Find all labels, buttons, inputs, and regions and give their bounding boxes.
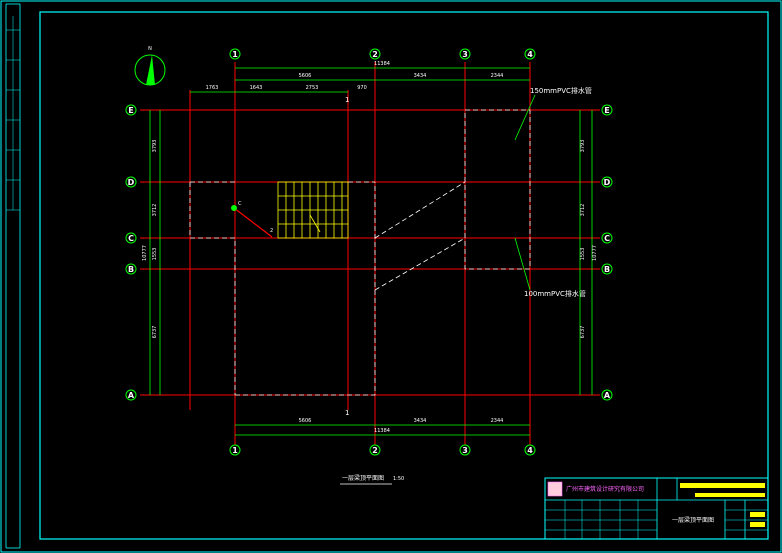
stair [277, 181, 349, 239]
axis-row-c-left: C [128, 234, 134, 243]
dim-top-seg-3: 2344 [491, 73, 504, 79]
axis-row-b-left: B [128, 265, 134, 274]
dim-left-seg-1: 3793 [152, 140, 158, 153]
axis-bubbles-columns-top: 1 2 3 4 [229, 48, 536, 60]
axis-bubbles-rows-right: E D C B A [601, 104, 613, 401]
drawing-title: 一层梁顶平面图 1:50 [340, 474, 404, 485]
dim-top-seg-1: 5606 [299, 73, 312, 79]
axis-col-1-top: 1 [232, 50, 238, 59]
section-mark-bottom: 1 [345, 409, 349, 417]
axis-col-2-top: 2 [372, 50, 378, 59]
dim-top-total: 11384 [374, 61, 390, 67]
dim-top-detail-4: 970 [357, 85, 367, 91]
north-label: N [148, 46, 152, 52]
pipe-note-top: 150mmPVC排水管 [514, 86, 592, 141]
dim-bottom-total: 11384 [374, 428, 390, 434]
dim-bottom-seg-1: 5606 [299, 418, 312, 424]
dim-left-combined: 10777 [142, 245, 148, 261]
title-bar-1 [680, 483, 765, 488]
north-arrow: N [134, 46, 166, 86]
axis-bubbles-rows-left: E D C B A [125, 104, 137, 401]
axis-row-d-left: D [128, 178, 135, 187]
company-logo [547, 481, 563, 497]
dim-right-seg-3: 1553 [580, 248, 586, 261]
pipe-note-bottom-text: 100mmPVC排水管 [524, 289, 586, 298]
title-bar-4 [750, 522, 765, 527]
pipe-note-bottom: 100mmPVC排水管 [514, 237, 586, 298]
axis-row-d-right: D [604, 178, 611, 187]
dim-bottom-seg-3: 2344 [491, 418, 504, 424]
point-mark: C [238, 201, 242, 207]
axis-row-b-right: B [604, 265, 610, 274]
axis-bubbles-columns-bottom: 1 2 3 4 [229, 444, 536, 456]
axis-row-e-left: E [128, 106, 133, 115]
dim-right-combined: 10777 [592, 245, 598, 261]
dim-top-detail-1: 1763 [206, 85, 219, 91]
axis-col-2-bottom: 2 [372, 446, 378, 455]
dim-top-detail-3: 2753 [306, 85, 319, 91]
dim-bottom-seg-2: 3434 [414, 418, 427, 424]
section-mark-top: 1 [345, 96, 349, 104]
title-block: 广州市建筑设计研究有限公司 一层梁顶平面图 [544, 477, 769, 540]
pipe-note-top-text: 150mmPVC排水管 [530, 86, 592, 95]
dashed-outlines [189, 109, 531, 396]
dim-right-seg-1: 3793 [580, 140, 586, 153]
axis-col-4-top: 4 [527, 50, 533, 59]
dim-left-seg-2: 3712 [152, 204, 158, 217]
axis-col-3-bottom: 3 [462, 446, 468, 455]
axis-col-3-top: 3 [462, 50, 468, 59]
point-marker: C [231, 201, 273, 238]
dim-left-seg-4: 6737 [152, 326, 158, 339]
axis-col-1-bottom: 1 [232, 446, 238, 455]
stair-mark: 2 [270, 228, 273, 234]
title-bar-2 [695, 493, 765, 497]
axis-row-c-right: C [604, 234, 610, 243]
title-block-drawing-name: 一层梁顶平面图 [672, 516, 714, 524]
grid-lines [140, 62, 600, 445]
axis-row-e-right: E [604, 106, 609, 115]
dimension-lines [149, 67, 593, 436]
axis-row-a-left: A [128, 391, 135, 400]
dim-top-seg-2: 3434 [414, 73, 427, 79]
dim-left-seg-3: 1553 [152, 248, 158, 261]
inner-frame [39, 11, 769, 540]
axis-col-4-bottom: 4 [527, 446, 533, 455]
dim-right-seg-2: 3712 [580, 204, 586, 217]
dim-right-seg-4: 6737 [580, 326, 586, 339]
title-bar-3 [750, 512, 765, 517]
drawing-scale: 1:50 [393, 476, 404, 482]
dim-top-detail-2: 1643 [250, 85, 263, 91]
binding-strip [5, 3, 21, 549]
axis-row-a-right: A [604, 391, 611, 400]
company-name: 广州市建筑设计研究有限公司 [566, 485, 644, 493]
drawing-title-text: 一层梁顶平面图 [342, 474, 384, 482]
